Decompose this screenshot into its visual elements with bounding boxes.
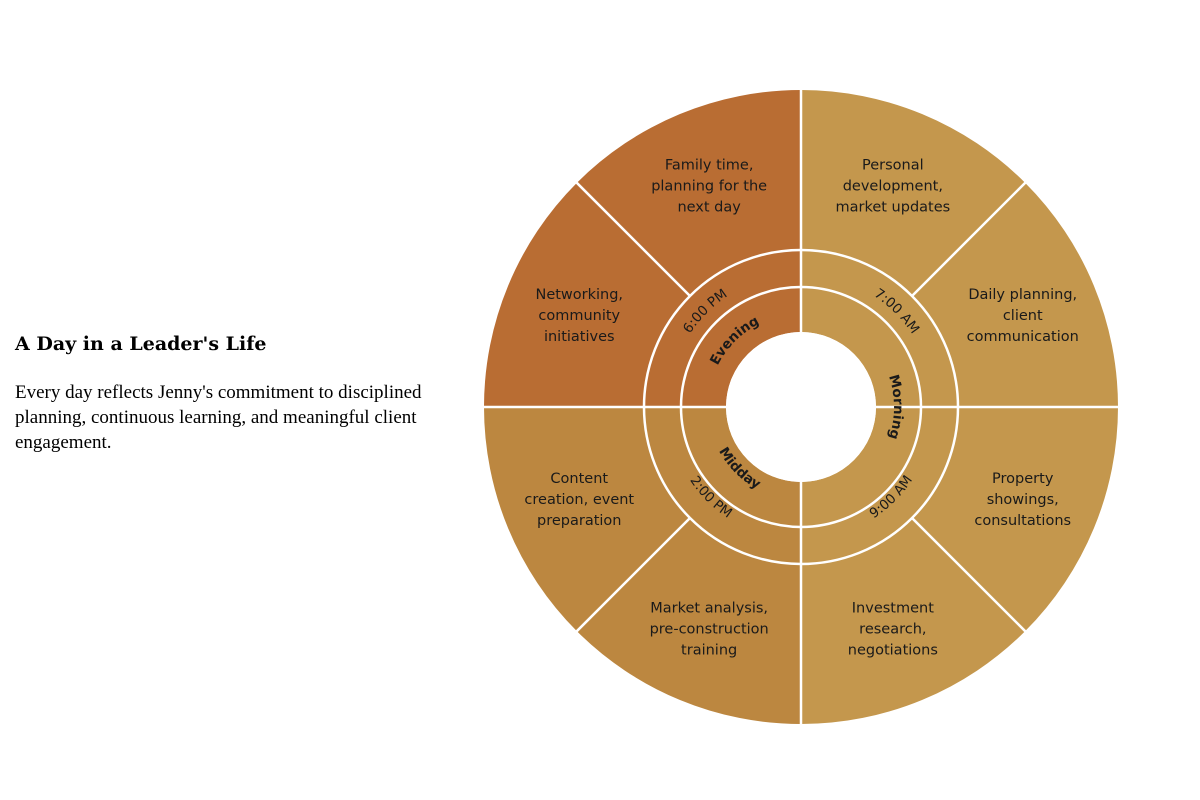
- activity-label-line: Family time,: [665, 157, 754, 173]
- center-hole: [726, 332, 876, 482]
- activity-label-line: client: [1003, 308, 1043, 324]
- period-label-path: Morning: [885, 373, 906, 442]
- activity-label: Networking, community initiatives: [535, 287, 623, 345]
- activity-label-line: community: [538, 308, 620, 324]
- activity-label-line: next day: [677, 199, 741, 215]
- activity-label-line: research,: [859, 622, 926, 638]
- activity-label-line: Property: [992, 471, 1054, 487]
- activity-label-line: Market analysis,: [650, 601, 768, 617]
- activity-label-line: training: [681, 643, 737, 659]
- activity-label-line: Content: [550, 471, 608, 487]
- activity-label-line: preparation: [537, 513, 621, 529]
- activity-segment: [801, 518, 1026, 724]
- activity-segments: [484, 90, 1118, 724]
- activity-label-line: initiatives: [544, 329, 615, 345]
- section-title: A Day in a Leader's Life: [15, 333, 267, 355]
- activity-label: Investment research, negotiations: [848, 601, 938, 659]
- activity-label: Market analysis, pre-construction training: [650, 601, 769, 659]
- time-ring-midday: [644, 407, 801, 564]
- activity-segment: [484, 182, 690, 407]
- activity-segment: [576, 90, 801, 296]
- activity-label-line: Networking,: [535, 287, 623, 303]
- intro-section: A Day in a Leader's Life Every day refle…: [15, 330, 485, 455]
- time-rings: [644, 250, 958, 564]
- activity-label-line: Investment: [852, 601, 934, 617]
- activity-segment: [576, 518, 801, 724]
- activity-label-line: Personal: [862, 157, 924, 173]
- activity-label-line: consultations: [974, 513, 1071, 529]
- activity-labels: Personal development, market updatesDaily …: [524, 157, 1078, 658]
- activity-label: Content creation, event preparation: [524, 471, 634, 529]
- time-ring-evening: [644, 250, 801, 407]
- segment-divider: [574, 180, 691, 297]
- segment-divider: [574, 517, 691, 634]
- segment-divider: [911, 517, 1028, 634]
- activity-segment: [484, 407, 690, 632]
- segment-dividers: [482, 88, 1120, 726]
- section-description: Every day reflects Jenny's commitment to…: [15, 382, 422, 453]
- activity-label-line: market updates: [835, 199, 950, 215]
- activity-label: Personal development, market updates: [835, 157, 950, 215]
- activity-label-line: communication: [967, 329, 1079, 345]
- activity-label-line: pre-construction: [650, 622, 769, 638]
- segment-divider: [911, 180, 1028, 297]
- activity-label: Property showings, consultations: [974, 471, 1071, 529]
- activity-label: Family time, planning for the next day: [651, 157, 767, 215]
- activity-label: Daily planning, client communication: [967, 287, 1079, 345]
- activity-segment: [912, 407, 1118, 632]
- activity-label-line: planning for the: [651, 178, 767, 194]
- activity-segment: [912, 182, 1118, 407]
- period-label: Morning: [885, 373, 906, 442]
- activity-label-line: showings,: [987, 492, 1059, 508]
- activity-label-line: negotiations: [848, 643, 938, 659]
- activity-segment: [801, 90, 1026, 296]
- activity-label-line: Daily planning,: [968, 287, 1077, 303]
- activity-label-line: development,: [843, 178, 943, 194]
- activity-label-line: creation, event: [524, 492, 634, 508]
- daily-schedule-wheel: Personal development, market updatesDaily …: [482, 88, 1120, 726]
